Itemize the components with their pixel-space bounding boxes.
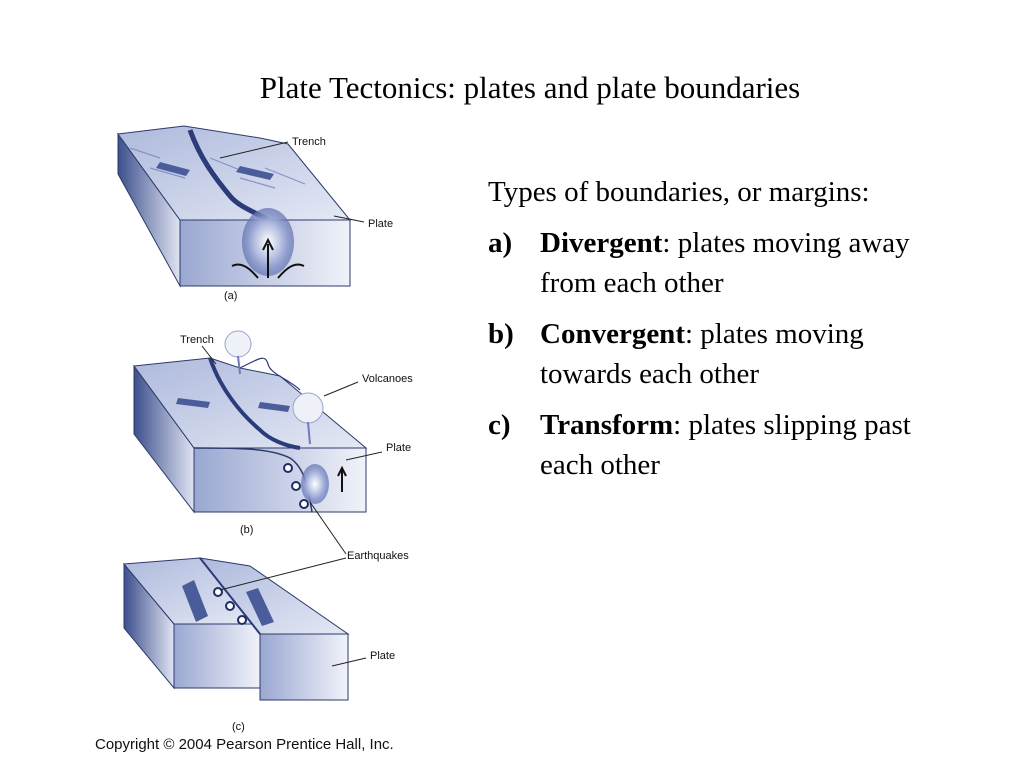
item-marker: c): [488, 409, 511, 441]
convergent-block: [133, 330, 383, 555]
label-earthquakes: Earthquakes: [347, 550, 409, 562]
label-trench-b: Trench: [180, 334, 214, 346]
item-description: : plates moving away from each other: [540, 227, 910, 299]
label-plate-b: Plate: [386, 442, 412, 454]
item-term: Divergent: [540, 227, 663, 259]
divergent-block: [116, 125, 365, 288]
item-term: Convergent: [540, 318, 685, 350]
label-plate-a: Plate: [368, 218, 394, 230]
caption-a: (a): [224, 290, 238, 302]
boundary-intro: Types of boundaries, or margins:: [488, 176, 870, 208]
item-marker: b): [488, 318, 514, 350]
plate-diagram-illustration: [116, 125, 383, 701]
list-item-transform: c) Transform: plates slipping past each o…: [488, 405, 958, 485]
item-description: : plates slipping past each other: [540, 409, 911, 481]
transform-block: [122, 557, 367, 701]
plate-boundaries-figure: Trench Plate (a) Trench Volcanoes Plate …: [90, 118, 450, 758]
item-marker: a): [488, 227, 513, 259]
list-item-divergent: a) Divergent: plates moving away from eac…: [488, 223, 958, 303]
label-trench-a: Trench: [292, 136, 326, 148]
copyright-notice: Copyright © 2004 Pearson Prentice Hall, …: [95, 736, 394, 753]
label-volcanoes: Volcanoes: [362, 373, 413, 385]
caption-b: (b): [240, 524, 254, 536]
slide-title: Plate Tectonics: plates and plate bounda…: [259, 70, 801, 105]
item-term: Transform: [540, 409, 674, 441]
boundary-types: Types of boundaries, or margins: a) Diver…: [488, 172, 958, 496]
item-description: : plates moving towards each other: [540, 318, 864, 390]
label-plate-c: Plate: [370, 650, 396, 662]
list-item-convergent: b) Convergent: plates moving towards each…: [488, 314, 958, 394]
caption-c: (c): [232, 721, 245, 733]
